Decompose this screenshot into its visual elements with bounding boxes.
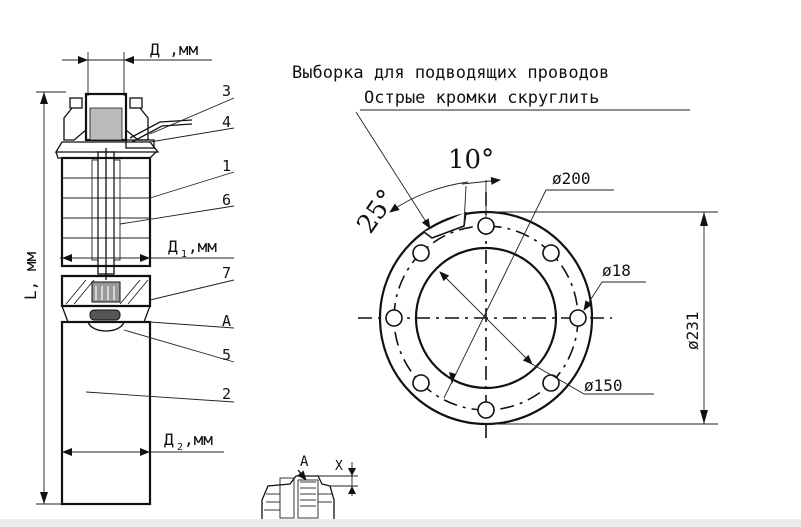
callout-labels: 3 4 1 6 7 А 5 2 [222,82,231,403]
pump-body: Д 1 ,мм [60,148,234,506]
dimension-d2-main: Д [164,430,174,449]
dimension-d1-main: Д [168,237,178,256]
detail-a-label: А [300,454,309,470]
dimension-d2-unit: ,мм [184,430,213,449]
diameter-200-label: ø200 [552,169,591,188]
dimension-d2-sub: 2 [177,442,183,453]
pump-side-view: Д ,мм L, мм [21,40,358,521]
diameter-231-label: ø231 [683,311,702,350]
dimension-d1-unit: ,мм [188,237,217,256]
note-line-1: Выборка для подводящих проводов [292,63,609,83]
note-line-2: Острые кромки скруглить [364,88,599,108]
callout-a: А [222,312,231,330]
pump-head [54,92,193,159]
angle-10-label: 10° [448,145,494,175]
callout-6: 6 [222,191,231,209]
dimension-l-label: L, мм [21,251,40,300]
callout-2: 2 [222,385,231,403]
callout-4: 4 [222,113,231,131]
callout-5: 5 [222,346,231,364]
bottom-border [0,519,801,527]
diameter-18-label: ø18 [602,261,631,280]
flange-view: Выборка для подводящих проводов Острые к… [292,63,718,444]
callout-leaders [85,97,235,403]
callout-7: 7 [222,264,231,282]
diameter-150-label: ø150 [584,376,623,395]
dimension-d1-sub: 1 [181,249,187,260]
dimension-d-label: Д ,мм [150,40,199,59]
bolt-holes [385,217,587,419]
dimension-d: Д ,мм [62,40,212,96]
callout-3: 3 [222,82,231,100]
detail-x-label: Х [335,459,343,474]
callout-1: 1 [222,157,231,175]
angle-25-label: 25° [351,184,402,239]
dimension-l: L, мм [21,91,66,505]
detail-a: А Х [256,454,358,521]
